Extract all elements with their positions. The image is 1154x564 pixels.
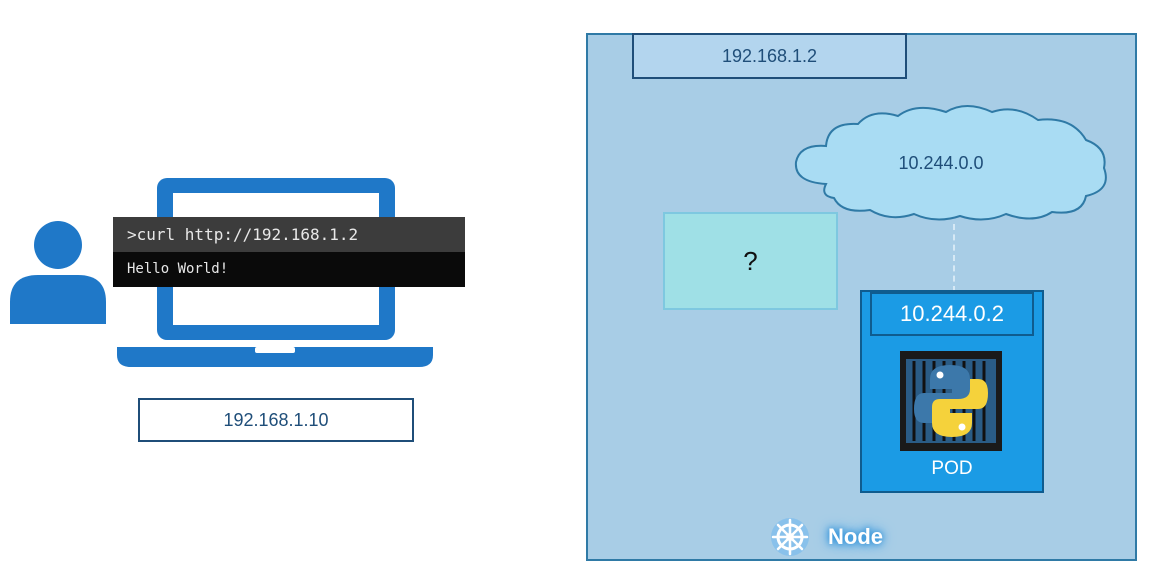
cloud-icon [794,105,1107,221]
network-connector [953,224,955,292]
unknown-component-box: ? [663,212,838,310]
terminal-output: Hello World! [113,252,465,287]
pod-ip-label: 10.244.0.2 [870,292,1034,336]
user-icon [10,221,106,324]
client-ip-label: 192.168.1.10 [138,398,414,442]
pod-network-label: 10.244.0.0 [898,153,984,173]
terminal-window: >curl http://192.168.1.2 Hello World! [113,217,465,287]
container-icon [900,351,1002,451]
node-ip-label: 192.168.1.2 [632,33,907,79]
terminal-command: >curl http://192.168.1.2 [113,217,465,252]
pod-label: POD [931,458,973,479]
node-label: Node [828,524,883,549]
python-icon [914,365,988,437]
helm-icon [771,518,809,556]
